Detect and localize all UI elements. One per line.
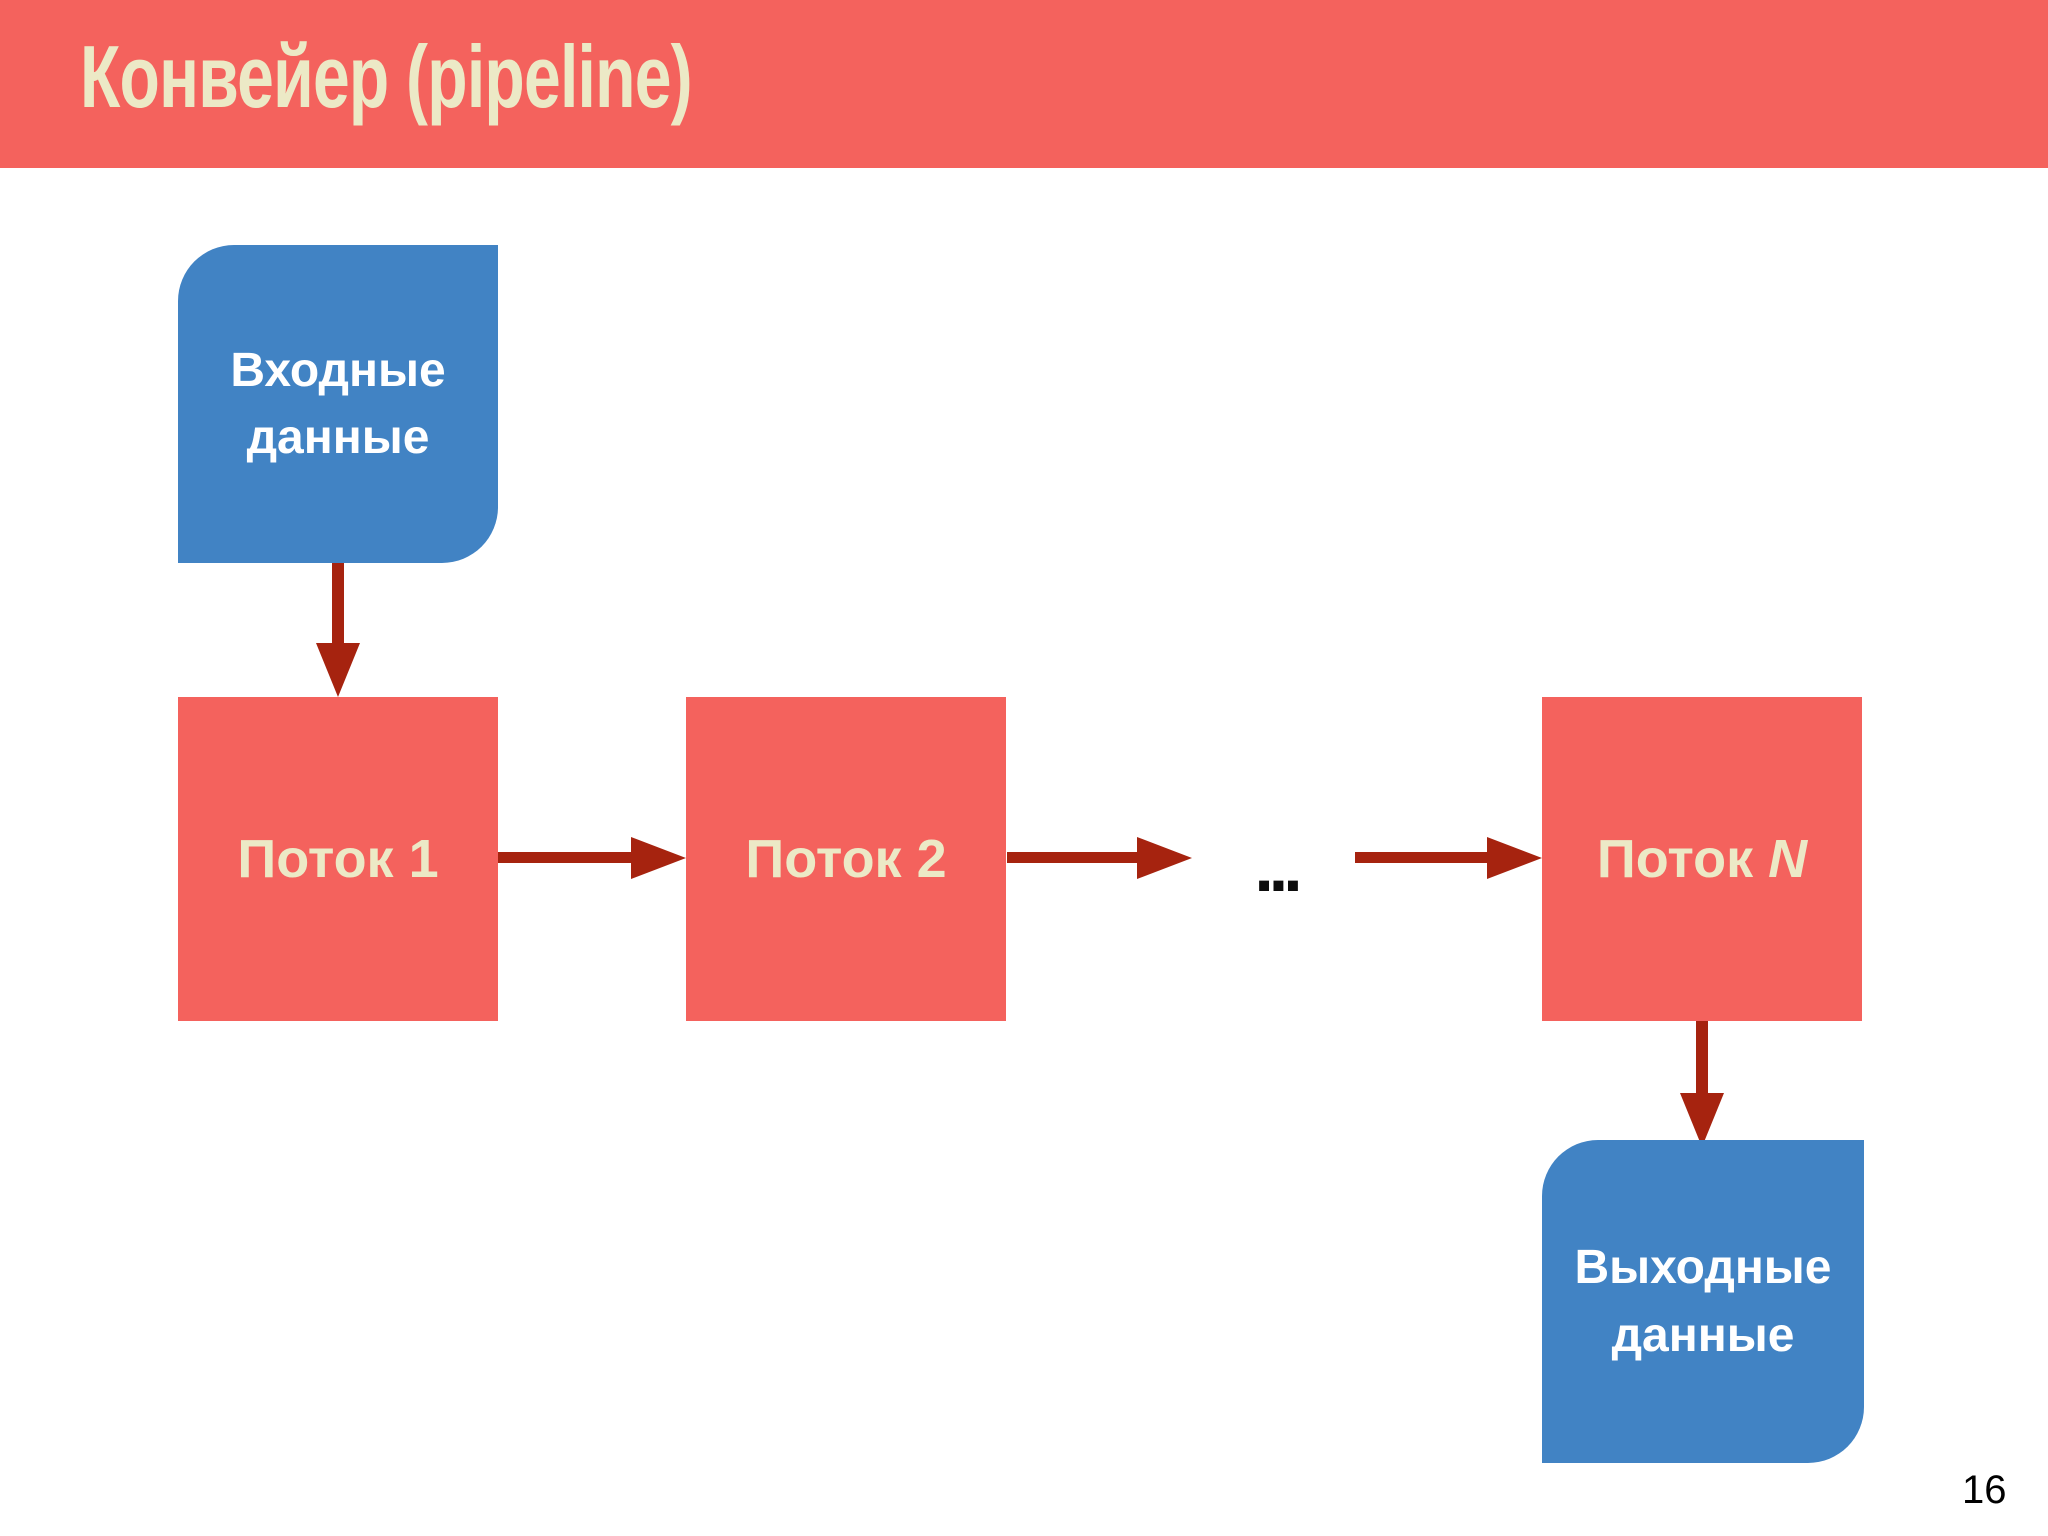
stage-box-n: Поток N <box>1542 697 1862 1021</box>
input-data-label-line2: данные <box>246 411 430 464</box>
stage-box-1: Поток 1 <box>178 697 498 1021</box>
output-data-label-line2: данные <box>1611 1308 1795 1362</box>
stage1-label-suffix: 1 <box>408 829 439 889</box>
arrow-stage1-to-stage2-shaft <box>498 852 632 863</box>
stage1-label-prefix: Поток <box>237 829 409 889</box>
arrow-input-to-stage1-head <box>316 643 360 697</box>
arrow-stage1-to-stage2-head <box>631 837 686 879</box>
input-data-box: Входные данные <box>178 245 498 563</box>
arrow-stage2-to-ellipsis-shaft <box>1007 852 1138 863</box>
output-data-label-line1: Выходные <box>1574 1241 1832 1295</box>
arrow-ellipsis-to-stageN-head <box>1487 837 1542 879</box>
slide-title: Конвейер (pipeline) <box>80 27 693 126</box>
input-data-label-line1: Входные <box>230 343 446 397</box>
page-number: 16 <box>1962 1468 2007 1512</box>
output-data-box: Выходные данные <box>1542 1140 1864 1463</box>
stageN-label-suffix: N <box>1768 829 1808 889</box>
arrow-stageN-to-output-shaft <box>1696 1021 1708 1094</box>
stage2-label-suffix: 2 <box>916 829 947 889</box>
ellipsis: ... <box>1254 828 1302 906</box>
stage2-label-prefix: Поток <box>745 829 917 889</box>
header-bar: Конвейер (pipeline) <box>0 0 2048 168</box>
arrow-input-to-stage1-shaft <box>332 563 344 644</box>
arrow-stageN-to-output-head <box>1680 1093 1724 1147</box>
stageN-label-prefix: Поток <box>1596 829 1769 889</box>
arrow-stage2-to-ellipsis-head <box>1137 837 1192 879</box>
arrow-ellipsis-to-stageN-shaft <box>1355 852 1488 863</box>
stage-box-2: Поток 2 <box>686 697 1006 1021</box>
